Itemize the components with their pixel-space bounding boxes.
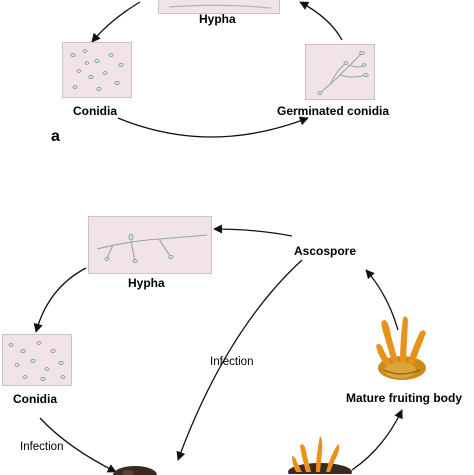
label-hypha-b: Hypha bbox=[128, 276, 165, 290]
label-infection-upper: Infection bbox=[210, 356, 254, 368]
label-germinated-conidia: Germinated conidia bbox=[277, 104, 390, 118]
label-ascospore: Ascospore bbox=[294, 244, 357, 258]
hypha-micrograph-b bbox=[88, 216, 212, 274]
arrow-fruiting-to-ascospore bbox=[365, 269, 399, 331]
arrow-hypha-to-conidia bbox=[91, 1, 141, 43]
panel-letter-a: a bbox=[51, 128, 60, 145]
arrow-hypha-to-germinated bbox=[299, 1, 343, 41]
label-infection-lower: Infection bbox=[20, 441, 64, 453]
arrow-stroma-to-fruiting bbox=[351, 409, 403, 471]
arrow-hypha-to-conidia-b bbox=[33, 267, 87, 333]
conidia-micrograph-b bbox=[2, 334, 72, 386]
germinated-conidia-micrograph bbox=[305, 44, 375, 100]
developing-stroma-image bbox=[288, 436, 352, 474]
arrow-infection-conidia-to-larva bbox=[39, 417, 117, 473]
arrow-conidia-to-germinated bbox=[117, 116, 309, 138]
label-conidia-a: Conidia bbox=[73, 104, 117, 118]
label-conidia-b: Conidia bbox=[13, 392, 57, 406]
hypha-micrograph-a bbox=[158, 0, 280, 14]
label-mature-fruiting-body: Mature fruiting body bbox=[346, 391, 462, 405]
mature-fruiting-body-image bbox=[376, 316, 426, 380]
arrow-ascospore-to-hypha bbox=[213, 224, 293, 237]
infected-larva-image bbox=[113, 466, 157, 475]
conidia-micrograph-a bbox=[62, 42, 132, 98]
arrow-infection-ascospore-to-larva bbox=[176, 259, 303, 461]
label-hypha-a: Hypha bbox=[199, 12, 236, 26]
